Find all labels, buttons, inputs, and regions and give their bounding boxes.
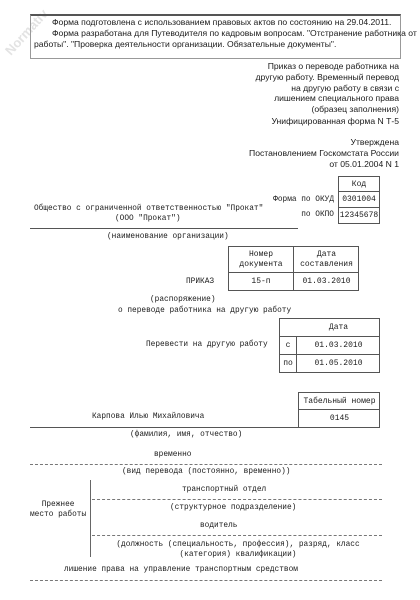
transfer-date-header: Дата: [328, 323, 349, 332]
transfer-from-label: с: [285, 341, 291, 350]
order-date-value: 01.03.2010: [302, 277, 351, 286]
transfer-type-underline: [30, 464, 382, 465]
transfer-dates-table: [279, 318, 380, 373]
previous-department: транспортный отдел: [182, 486, 267, 494]
code-header-cell: Код: [338, 176, 380, 192]
previous-job-label-line-1: Прежнее: [41, 501, 75, 509]
transfer-to-date: 01.05.2010: [314, 359, 363, 368]
tab-number-value: 0145: [329, 414, 350, 423]
title-line-3: на другую работу в связи с: [291, 82, 399, 93]
okpo-code-cell: 12345678: [338, 207, 380, 224]
position-caption-line-1: (должность (специальность, профессия), р…: [116, 541, 360, 549]
okud-label: Форма по ОКУД: [273, 196, 334, 204]
employee-name-underline: [30, 427, 298, 428]
transfer-from-date: 01.03.2010: [314, 341, 363, 350]
title-line-1: Приказ о переводе работника на: [267, 61, 399, 71]
unified-form-label: Унифицированная форма N Т-5: [271, 116, 399, 126]
approval-line-2: Постановлением Госкомстата России: [249, 147, 399, 158]
employee-name: Карпова Илью Михайловича: [92, 413, 205, 421]
source-notice-line-3: работы". "Проверка деятельности организа…: [34, 39, 337, 49]
transfer-type-value: временно: [154, 451, 192, 459]
previous-job-bracket: [90, 480, 92, 557]
tab-number-header: Табельный номер: [303, 396, 376, 406]
source-notice-box: [30, 14, 401, 59]
tab-number-table: [298, 392, 380, 428]
organization-name-line-1: Общество с ограниченной ответственностью…: [34, 205, 264, 213]
position-caption-line-2: (категория) квалификации): [179, 551, 297, 559]
transfer-table-divider-v: [296, 336, 297, 373]
reason-underline: [30, 580, 382, 581]
approval-line-1: Утверждена: [350, 137, 400, 147]
approval-line-3: от 05.01.2004 N 1: [329, 158, 399, 169]
previous-job-label: Прежнее место работы: [30, 500, 86, 520]
order-date-header-line-1: Дата: [316, 250, 337, 259]
department-underline: [92, 499, 382, 500]
transfer-reason: лишение права на управление транспортным…: [64, 566, 298, 574]
order-type-caption: (распоряжение): [150, 296, 216, 304]
transfer-table-divider-1: [279, 336, 380, 337]
position-caption: (должность (специальность, профессия), р…: [96, 540, 380, 560]
order-subject: о переводе работника на другую работу: [118, 307, 292, 315]
transfer-to-label: по: [283, 359, 293, 368]
approval-block: Утверждена Постановлением Госкомстата Ро…: [249, 137, 399, 169]
order-table-divider-h: [228, 272, 359, 273]
order-number-value: 15-п: [251, 277, 271, 286]
source-notice-line-2: Форма разработана для Путеводителя по ка…: [52, 28, 417, 38]
position-underline: [92, 535, 382, 536]
document-title: Приказ о переводе работника на другую ра…: [256, 61, 399, 115]
employee-name-caption: (фамилия, имя, отчество): [130, 431, 243, 439]
transfer-table-divider-2: [279, 354, 380, 355]
previous-position: водитель: [200, 522, 238, 530]
okpo-label: по ОКПО: [301, 211, 334, 219]
organization-caption: (наименование организации): [107, 233, 229, 241]
order-number-header-line-2: документа: [239, 260, 283, 269]
tab-number-divider: [298, 409, 380, 410]
okud-code-cell: 0301004: [338, 191, 380, 208]
title-line-4: лишением специального права: [274, 93, 399, 104]
source-notice-line-1: Форма подготовлена с использованием прав…: [52, 17, 392, 27]
department-caption: (структурное подразделение): [170, 504, 297, 512]
order-label: ПРИКАЗ: [186, 278, 215, 286]
organization-name-line-2: (ООО "Прокат"): [115, 215, 181, 223]
order-table-divider-v: [293, 246, 294, 291]
order-date-header-line-2: составления: [300, 260, 353, 269]
transfer-label: Перевести на другую работу: [146, 341, 268, 349]
order-date-header: Дата составления: [294, 248, 359, 272]
order-number-header: Номер документа: [229, 248, 293, 272]
title-line-2: другую работу. Временный перевод: [255, 71, 399, 82]
transfer-type-caption: (вид перевода (постоянно, временно)): [122, 468, 291, 476]
organization-underline: [30, 228, 298, 229]
title-line-5: (образец заполнения): [311, 104, 399, 115]
previous-job-label-line-2: место работы: [30, 511, 87, 519]
order-number-header-line-1: Номер: [248, 250, 273, 259]
